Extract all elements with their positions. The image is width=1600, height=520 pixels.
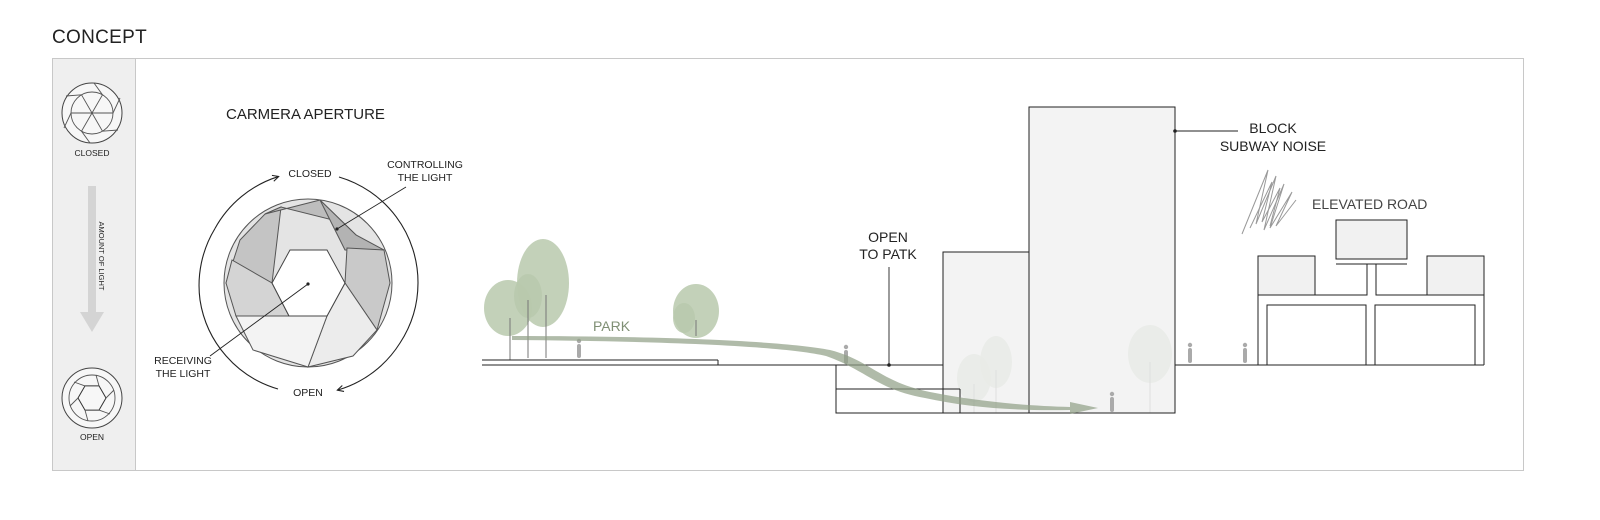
page-title: CONCEPT bbox=[52, 27, 147, 48]
aperture-outer-arc-top bbox=[214, 177, 278, 229]
park-light-path-arrow bbox=[512, 336, 1098, 414]
legend-axis-label: AMOUNT OF LIGHT bbox=[97, 221, 106, 290]
aperture-closed-label: CLOSED bbox=[288, 168, 332, 180]
legend-closed-label: CLOSED bbox=[75, 148, 110, 158]
legend-open-label: OPEN bbox=[80, 432, 104, 442]
ground-lines bbox=[482, 359, 1484, 366]
aperture-title: CARMERA APERTURE bbox=[226, 106, 385, 123]
block-label-line2: SUBWAY NOISE bbox=[1220, 138, 1326, 154]
controlling-label-line2: THE LIGHT bbox=[398, 172, 453, 184]
open-to-park-label-line2: TO PATK bbox=[859, 246, 917, 262]
elevated-road-label: ELEVATED ROAD bbox=[1312, 196, 1427, 212]
controlling-label-line1: CONTROLLING bbox=[387, 159, 463, 171]
aperture-outer-arc-right bbox=[338, 176, 419, 390]
buildings bbox=[835, 106, 1176, 414]
receiving-label-line1: RECEIVING bbox=[154, 355, 212, 367]
park-label: PARK bbox=[593, 318, 631, 334]
amount-of-light-arrow bbox=[80, 186, 104, 332]
receiving-label-line2: THE LIGHT bbox=[156, 368, 211, 380]
elevated-road-structure bbox=[1257, 219, 1485, 365]
aperture-open-label: OPEN bbox=[293, 387, 323, 399]
controlling-leader-dot bbox=[335, 227, 339, 231]
open-aperture-icon bbox=[61, 367, 123, 429]
aperture-blades bbox=[223, 198, 393, 368]
aperture-outer-arc-left bbox=[198, 228, 279, 390]
noise-scribble-icon bbox=[1241, 169, 1297, 235]
receiving-leader-dot bbox=[306, 282, 310, 286]
block-label-line1: BLOCK bbox=[1249, 120, 1297, 136]
open-to-park-label-line1: OPEN bbox=[868, 229, 908, 245]
controlling-leader-line bbox=[336, 186, 407, 230]
receiving-leader-line bbox=[209, 283, 309, 357]
open-leader-dot bbox=[887, 363, 891, 367]
closed-aperture-icon bbox=[61, 82, 123, 144]
